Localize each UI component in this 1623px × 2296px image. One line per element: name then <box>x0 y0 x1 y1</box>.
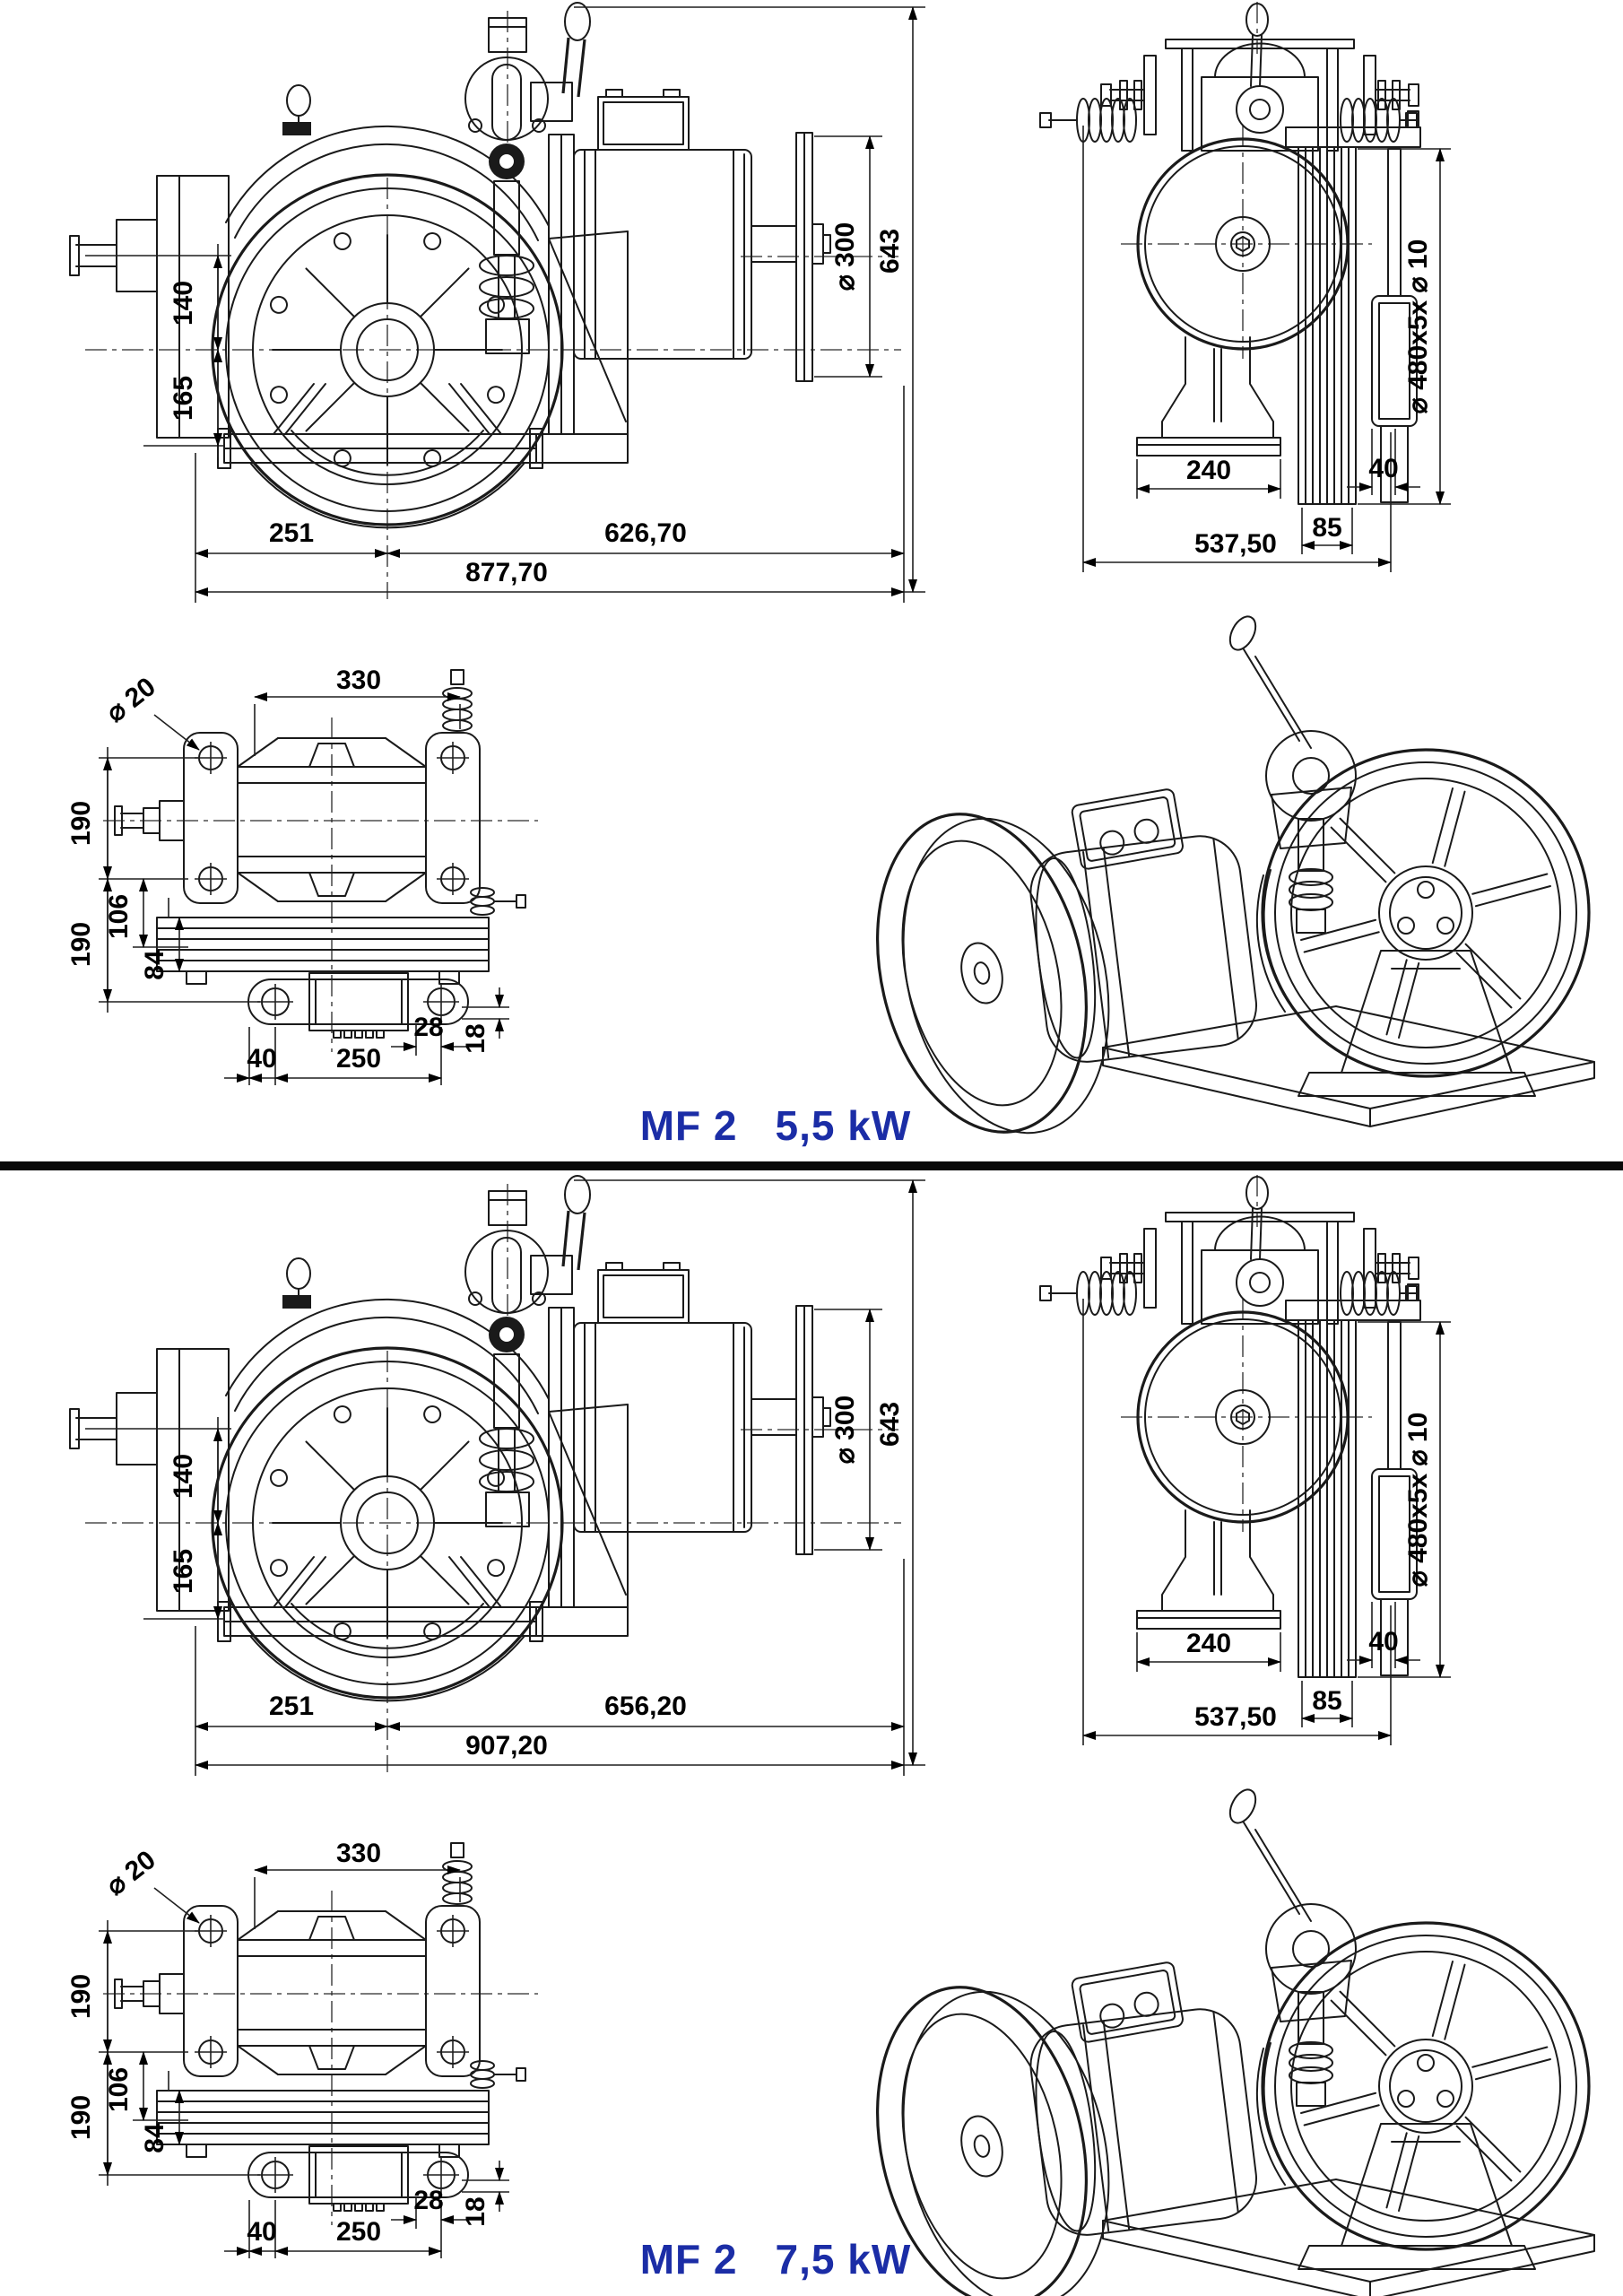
dim-label-d20: ⌀ 20 <box>100 672 161 728</box>
power-label: 5,5 kW <box>775 1102 912 1149</box>
dim-label-106: 106 <box>104 2067 134 2112</box>
dim-label-165: 165 <box>169 1549 198 1594</box>
dim-label-rope-spec: ⌀ 480x5x ⌀ 10 <box>1403 1413 1433 1587</box>
dim-label-28: 28 <box>413 1013 443 1042</box>
plan-view <box>99 670 538 1085</box>
dim-label-84: 84 <box>140 950 169 980</box>
dim-label-85: 85 <box>1312 513 1341 543</box>
dim-label-18: 18 <box>461 2196 490 2226</box>
dim-label-330: 330 <box>336 1839 381 1868</box>
front-view <box>70 1176 925 1776</box>
dim-label-190b: 190 <box>66 2095 96 2140</box>
dim-label-40-side: 40 <box>1368 1627 1398 1657</box>
dim-label-d20: ⌀ 20 <box>100 1845 161 1901</box>
dim-label-rope-spec: ⌀ 480x5x ⌀ 10 <box>1403 239 1433 414</box>
dim-label-140: 140 <box>169 1454 198 1499</box>
section-divider <box>0 1161 1623 1170</box>
model-label: MF 2 <box>639 1102 738 1149</box>
isometric-view <box>846 611 1596 1155</box>
dim-label-251: 251 <box>269 518 314 548</box>
front-view <box>70 3 925 603</box>
side-view <box>1040 2 1451 572</box>
dim-label-330: 330 <box>336 665 381 695</box>
dim-label-140: 140 <box>169 281 198 326</box>
dim-label-18: 18 <box>461 1023 490 1053</box>
dim-label-106: 106 <box>104 894 134 939</box>
model-label: MF 2 <box>639 2236 738 2283</box>
side-view <box>1040 1175 1451 1745</box>
power-label: 7,5 kW <box>775 2236 912 2283</box>
dim-label-250: 250 <box>336 1044 381 1074</box>
dim-label-total-length: 907,20 <box>465 1731 548 1761</box>
dim-label-537: 537,50 <box>1194 1702 1277 1732</box>
dim-label-85: 85 <box>1312 1686 1341 1716</box>
dim-label-643: 643 <box>875 229 905 274</box>
dim-label-d300: ⌀ 300 <box>830 222 860 291</box>
caption-75kw: MF 2 7,5 kW <box>538 2235 1013 2283</box>
dim-label-40-plan: 40 <box>247 2217 276 2247</box>
dim-label-40-side: 40 <box>1368 454 1398 483</box>
dim-label-190b: 190 <box>66 922 96 967</box>
dim-label-d300: ⌀ 300 <box>830 1396 860 1464</box>
dim-label-190a: 190 <box>66 1974 96 2019</box>
dim-label-motor-length: 656,20 <box>604 1692 687 1721</box>
dim-label-84: 84 <box>140 2123 169 2153</box>
dim-label-643: 643 <box>875 1402 905 1447</box>
dim-label-165: 165 <box>169 376 198 421</box>
dim-label-250: 250 <box>336 2217 381 2247</box>
dim-label-motor-length: 626,70 <box>604 518 687 548</box>
variant-75kw-drawing: 140 165 251 656,20 907,20 ⌀ 300 643 240 … <box>66 1173 1596 2296</box>
dim-label-251: 251 <box>269 1692 314 1721</box>
dim-label-190a: 190 <box>66 801 96 846</box>
dim-label-total-length: 877,70 <box>465 558 548 587</box>
dim-label-240: 240 <box>1186 456 1231 485</box>
dim-label-40-plan: 40 <box>247 1044 276 1074</box>
caption-55kw: MF 2 5,5 kW <box>538 1101 1013 1150</box>
dim-label-537: 537,50 <box>1194 529 1277 559</box>
isometric-view <box>846 1784 1596 2296</box>
dim-label-28: 28 <box>413 2186 443 2215</box>
plan-view <box>99 1843 538 2258</box>
variant-55kw-drawing: 140 165 251 626,70 877,70 ⌀ 300 643 240 … <box>66 0 1596 1155</box>
dim-label-240: 240 <box>1186 1629 1231 1658</box>
